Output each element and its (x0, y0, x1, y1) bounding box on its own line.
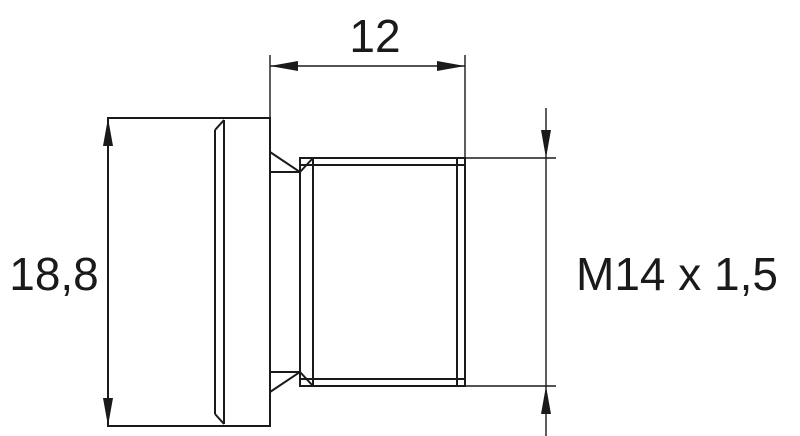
shank-chamfer-bottom (299, 371, 314, 387)
neck (269, 118, 301, 426)
thread-arrow-bottom (541, 386, 551, 414)
length-arrow-left (270, 61, 298, 71)
head (107, 117, 271, 427)
part-outline (107, 117, 466, 427)
length-dimension-label: 12 (349, 10, 400, 62)
shank-chamfer-top (299, 157, 314, 173)
head-diameter-arrow-top (103, 118, 113, 146)
thread-dimension: M14 x 1,5 (465, 108, 778, 436)
threaded-shank (299, 157, 466, 387)
head-chamfer-bottom (214, 413, 225, 425)
head-diameter-dimension: 18,8 (9, 118, 113, 426)
shank-body (299, 157, 466, 387)
head-diameter-label: 18,8 (9, 248, 99, 300)
neck-outline (269, 151, 301, 393)
thread-dimension-label: M14 x 1,5 (576, 248, 778, 300)
length-arrow-right (437, 61, 465, 71)
head-diameter-arrow-bottom (103, 398, 113, 426)
head-chamfer-top (214, 119, 225, 131)
length-dimension: 12 (269, 10, 466, 158)
head-body (107, 117, 271, 427)
thread-arrow-top (541, 130, 551, 158)
